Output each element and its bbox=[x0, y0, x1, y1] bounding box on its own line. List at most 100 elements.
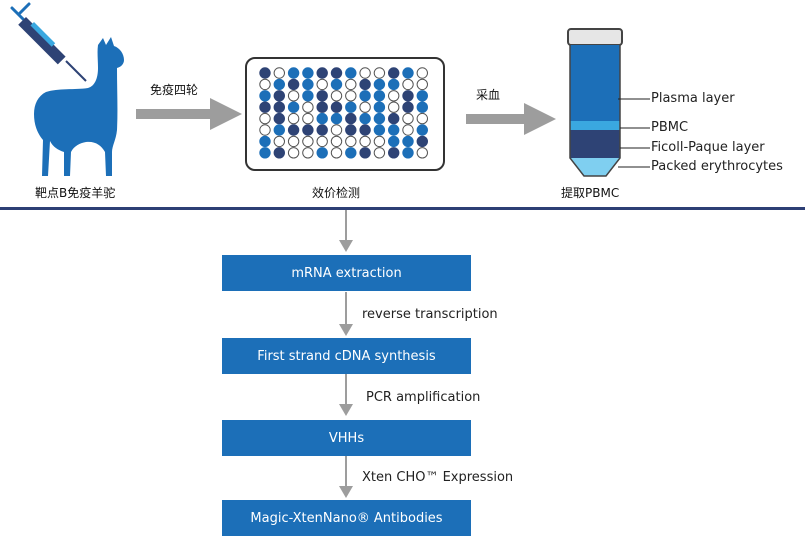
plate-well bbox=[388, 147, 400, 159]
plate-well bbox=[359, 147, 371, 159]
plate-well bbox=[316, 78, 328, 91]
plate-well bbox=[287, 147, 300, 159]
plate-well bbox=[345, 67, 357, 79]
ficoll-layer bbox=[570, 130, 620, 158]
plate-well bbox=[416, 135, 429, 148]
plate-well bbox=[416, 124, 429, 136]
step-mrna-extraction: mRNA extraction bbox=[222, 255, 471, 291]
plate-well bbox=[273, 67, 285, 79]
plate-well bbox=[402, 90, 414, 102]
immunization-label: 免疫四轮 bbox=[150, 83, 199, 97]
plate-well bbox=[345, 135, 357, 148]
plate-well bbox=[273, 112, 285, 125]
plate-well bbox=[287, 112, 300, 125]
section-divider bbox=[0, 207, 805, 210]
plate-well bbox=[302, 147, 314, 159]
plate-well bbox=[316, 90, 328, 102]
plate-well bbox=[330, 101, 343, 113]
plate-well bbox=[273, 124, 285, 136]
plate-well bbox=[345, 101, 357, 113]
plate-well bbox=[373, 90, 386, 102]
plate-well bbox=[373, 124, 386, 136]
plate-well bbox=[302, 67, 314, 79]
plate-well bbox=[359, 90, 371, 102]
plate-well bbox=[345, 112, 357, 125]
plate-well bbox=[388, 124, 400, 136]
plate-well bbox=[273, 135, 285, 148]
plate-well bbox=[330, 124, 343, 136]
plate-well bbox=[259, 101, 271, 113]
plate-well bbox=[345, 124, 357, 136]
plate-well bbox=[316, 135, 328, 148]
plate-well bbox=[287, 78, 300, 91]
alpaca-icon bbox=[34, 37, 124, 176]
plate-well bbox=[373, 112, 386, 125]
plate-well bbox=[330, 67, 343, 79]
plate-well bbox=[302, 124, 314, 136]
plate-well bbox=[259, 135, 271, 148]
arrow-right-icon bbox=[466, 103, 556, 135]
well-plate bbox=[245, 57, 445, 171]
tube-caption: 提取PBMC bbox=[561, 186, 620, 200]
step-antibodies: Magic-XtenNano® Antibodies bbox=[222, 500, 471, 536]
plate-well bbox=[359, 135, 371, 148]
plate-well bbox=[330, 147, 343, 159]
plate-well bbox=[402, 147, 414, 159]
plate-well bbox=[302, 101, 314, 113]
plate-caption: 效价检测 bbox=[312, 186, 361, 200]
plate-well bbox=[388, 90, 400, 102]
plate-well bbox=[388, 78, 400, 91]
transition-xten-cho-expression: Xten CHO™ Expression bbox=[362, 470, 514, 485]
plate-well bbox=[416, 112, 429, 125]
plate-well bbox=[273, 90, 285, 102]
blood-draw-label: 采血 bbox=[476, 88, 501, 102]
plate-well bbox=[416, 101, 429, 113]
plate-well bbox=[388, 67, 400, 79]
plate-well bbox=[287, 135, 300, 148]
plate-well bbox=[416, 67, 429, 79]
centrifuge-tube bbox=[567, 28, 623, 177]
alpaca-caption: 靶点B免疫羊驼 bbox=[35, 186, 116, 200]
transition-reverse-transcription: reverse transcription bbox=[362, 307, 498, 322]
tube-label-lines bbox=[618, 98, 650, 168]
plate-well bbox=[259, 124, 271, 136]
plate-well bbox=[402, 124, 414, 136]
plate-well bbox=[302, 135, 314, 148]
plate-well bbox=[302, 112, 314, 125]
plate-well bbox=[259, 112, 271, 125]
plate-well bbox=[388, 112, 400, 125]
plate-well bbox=[359, 67, 371, 79]
arrow-right-icon bbox=[136, 98, 242, 130]
pbmc-layer bbox=[570, 121, 620, 130]
plate-well bbox=[330, 78, 343, 91]
erythrocytes-layer bbox=[570, 158, 620, 176]
plate-well bbox=[302, 90, 314, 102]
plate-well bbox=[259, 67, 271, 79]
transition-pcr-amplification: PCR amplification bbox=[366, 390, 481, 405]
plate-well bbox=[373, 101, 386, 113]
plate-well bbox=[345, 147, 357, 159]
plate-well bbox=[402, 78, 414, 91]
plate-well bbox=[316, 112, 328, 125]
plate-well bbox=[273, 147, 285, 159]
plate-well bbox=[273, 78, 285, 91]
plate-well bbox=[373, 78, 386, 91]
plate-well bbox=[287, 101, 300, 113]
plate-well bbox=[316, 101, 328, 113]
packed-erythrocytes-label: Packed erythrocytes bbox=[651, 159, 783, 174]
plate-well bbox=[388, 101, 400, 113]
alpaca-illustration bbox=[10, 2, 124, 176]
plate-well bbox=[345, 90, 357, 102]
syringe-icon bbox=[10, 2, 87, 82]
plate-well bbox=[302, 78, 314, 91]
tube-cap bbox=[567, 28, 623, 46]
plate-well bbox=[373, 147, 386, 159]
plate-well bbox=[373, 67, 386, 79]
plate-well bbox=[359, 112, 371, 125]
well-plate-grid bbox=[259, 67, 429, 159]
plate-well bbox=[287, 90, 300, 102]
plate-well bbox=[402, 67, 414, 79]
plate-well bbox=[316, 147, 328, 159]
flow-arrows bbox=[339, 210, 353, 498]
plate-well bbox=[259, 78, 271, 91]
